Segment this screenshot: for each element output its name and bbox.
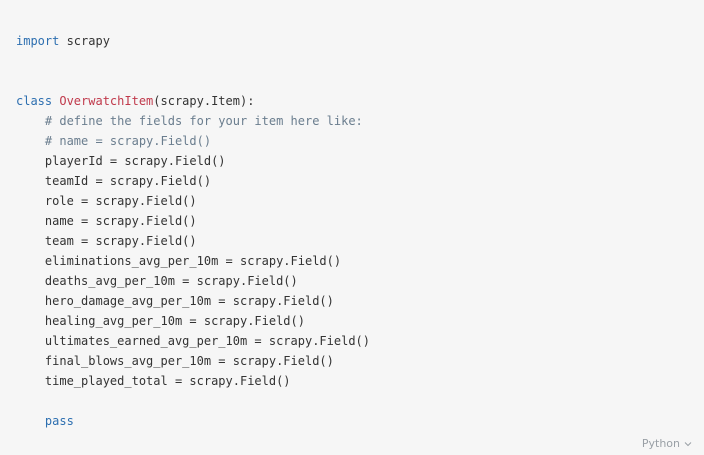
code-token: final_blows_avg_per_10m = scrapy.Field() xyxy=(16,354,334,368)
code-token: team = scrapy.Field() xyxy=(16,234,197,248)
keyword-token: pass xyxy=(44,414,74,428)
code-line: final_blows_avg_per_10m = scrapy.Field() xyxy=(16,351,370,371)
code-line xyxy=(16,391,370,411)
class-name-token: OverwatchItem xyxy=(59,94,154,108)
code-line xyxy=(16,71,370,91)
code-line: deaths_avg_per_10m = scrapy.Field() xyxy=(16,271,370,291)
code-token: teamId = scrapy.Field() xyxy=(16,174,212,188)
code-token: name = scrapy.Field() xyxy=(16,214,197,228)
code-line: import scrapy xyxy=(16,31,370,51)
code-line: hero_damage_avg_per_10m = scrapy.Field() xyxy=(16,291,370,311)
code-token: hero_damage_avg_per_10m = scrapy.Field() xyxy=(16,294,334,308)
code-line: time_played_total = scrapy.Field() xyxy=(16,371,370,391)
code-token: playerId = scrapy.Field() xyxy=(16,154,226,168)
code-line xyxy=(16,51,370,71)
comment-token: # name = scrapy.Field() xyxy=(16,134,212,148)
keyword-token: class xyxy=(16,94,53,108)
code-line: healing_avg_per_10m = scrapy.Field() xyxy=(16,311,370,331)
code-token: scrapy xyxy=(59,34,110,48)
language-selector[interactable]: Python xyxy=(642,437,692,450)
code-line: role = scrapy.Field() xyxy=(16,191,370,211)
code-token: (scrapy.Item): xyxy=(153,94,255,108)
chevron-down-icon xyxy=(684,441,692,446)
code-content: import scrapy class OverwatchItem(scrapy… xyxy=(16,31,370,431)
code-line: pass xyxy=(16,411,370,431)
code-token: role = scrapy.Field() xyxy=(16,194,197,208)
language-label: Python xyxy=(641,437,680,450)
code-token xyxy=(16,414,45,428)
keyword-token: import xyxy=(16,34,60,48)
code-line: name = scrapy.Field() xyxy=(16,211,370,231)
code-token: healing_avg_per_10m = scrapy.Field() xyxy=(16,314,305,328)
code-line: # name = scrapy.Field() xyxy=(16,131,370,151)
code-token: eliminations_avg_per_10m = scrapy.Field(… xyxy=(16,254,342,268)
code-line: class OverwatchItem(scrapy.Item): xyxy=(16,91,370,111)
code-line: eliminations_avg_per_10m = scrapy.Field(… xyxy=(16,251,370,271)
comment-token: # define the fields for your item here l… xyxy=(16,114,363,128)
code-token: time_played_total = scrapy.Field() xyxy=(16,374,291,388)
code-line: team = scrapy.Field() xyxy=(16,231,370,251)
code-line: # define the fields for your item here l… xyxy=(16,111,370,131)
code-line: teamId = scrapy.Field() xyxy=(16,171,370,191)
code-line: playerId = scrapy.Field() xyxy=(16,151,370,171)
code-line: ultimates_earned_avg_per_10m = scrapy.Fi… xyxy=(16,331,370,351)
code-token: ultimates_earned_avg_per_10m = scrapy.Fi… xyxy=(16,334,371,348)
code-token: deaths_avg_per_10m = scrapy.Field() xyxy=(16,274,298,288)
